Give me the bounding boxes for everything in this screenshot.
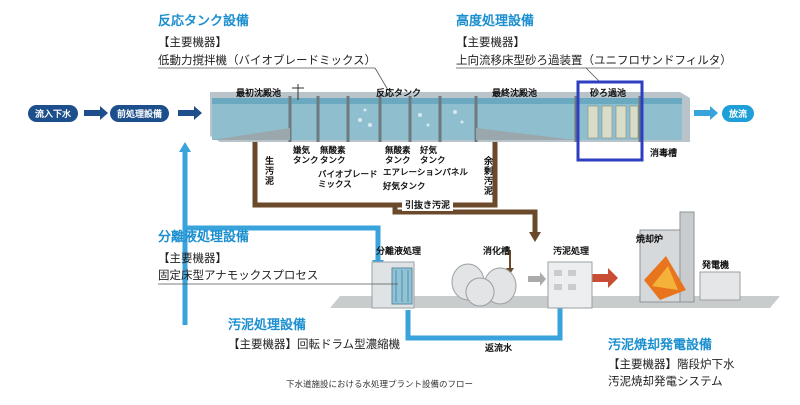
aerobic-tank-label-2: 好気タンク bbox=[383, 182, 426, 192]
flow-arrow-2 bbox=[178, 106, 202, 120]
final-tank-label: 最終沈殿池 bbox=[492, 89, 538, 99]
flow-arrow-3 bbox=[694, 106, 718, 120]
separation-facility-label: 分離液処理 bbox=[376, 247, 422, 257]
primary-tank-label: 最初沈殿池 bbox=[236, 89, 282, 99]
reaction-equip: 低動力撹拌機（バイオブレードミックス） bbox=[158, 53, 377, 67]
sludge-treatment-label: 汚泥処理 bbox=[553, 247, 590, 257]
discharge-pill: 放流 bbox=[722, 105, 755, 122]
separation-underline bbox=[158, 283, 398, 285]
incineration-section-title: 汚泥焼却発電設備 bbox=[608, 338, 713, 353]
return-water-label: 返流水 bbox=[485, 344, 513, 354]
aeration-panel-label: エアレーションパネル bbox=[383, 168, 468, 178]
separation-section-title: 分離液処理設備 bbox=[158, 230, 250, 245]
separation-equip: 固定床型アナモックスプロセス bbox=[158, 268, 319, 282]
generator-label: 発電機 bbox=[702, 261, 730, 271]
advanced-section-title: 高度処理設備 bbox=[456, 14, 535, 29]
anoxic-tank-label-2: 無酸素 タンク bbox=[385, 146, 411, 166]
incineration-equip-2: 汚泥焼却発電システム bbox=[608, 374, 723, 388]
bioblade-label: バイオブレード ミックス bbox=[318, 170, 378, 190]
inflow-pill: 流入下水 bbox=[28, 105, 79, 122]
separation-equip-header: 【主要機器】 bbox=[158, 251, 227, 265]
anaerobic-tank-label: 嫌気 タンク bbox=[293, 146, 319, 166]
diagram-caption: 下水道施設における水処理プラント設備のフロー bbox=[286, 380, 474, 390]
disinfection-label: 消毒槽 bbox=[650, 149, 678, 159]
raw-sludge-label: 生汚泥 bbox=[263, 156, 273, 186]
sludge-equip: 【主要機器】回転ドラム型濃縮機 bbox=[228, 337, 401, 351]
advanced-equip: 上向流移床型砂ろ過装置（ユニフロサンドフィルタ） bbox=[456, 53, 732, 67]
withdrawn-sludge-label: 引抜き汚泥 bbox=[402, 198, 454, 211]
incinerator-label: 焼却炉 bbox=[636, 235, 664, 245]
incineration-equip: 【主要機器】階段炉下水 bbox=[608, 357, 735, 371]
advanced-equip-header: 【主要機器】 bbox=[456, 35, 525, 49]
reaction-tank-label: 反応タンク bbox=[376, 89, 422, 99]
aerobic-tank-label: 好気 タンク bbox=[420, 146, 446, 166]
pretreatment-pill: 前処理設備 bbox=[110, 105, 170, 122]
reaction-section-title: 反応タンク設備 bbox=[158, 14, 250, 29]
reaction-equip-header: 【主要機器】 bbox=[158, 35, 227, 49]
flow-arrow-1 bbox=[84, 106, 108, 120]
sludge-section-title: 汚泥処理設備 bbox=[228, 318, 307, 333]
excess-sludge-label: 余剰汚泥 bbox=[482, 156, 492, 196]
anoxic-tank-label: 無酸素 タンク bbox=[320, 146, 346, 166]
digestion-label: 消化槽 bbox=[483, 247, 511, 257]
sand-filter-highlight bbox=[576, 80, 644, 162]
sand-filter-label: 砂ろ過池 bbox=[590, 89, 627, 99]
